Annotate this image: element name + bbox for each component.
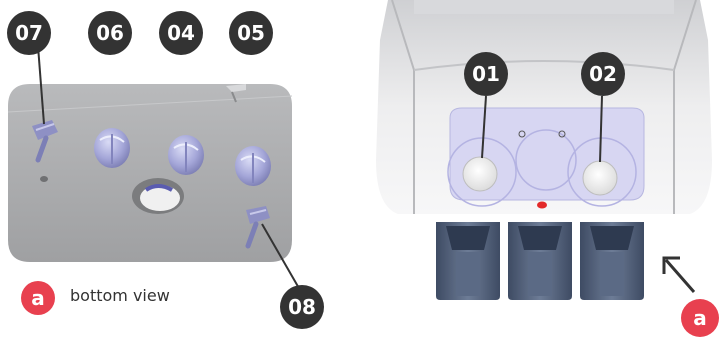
callout-02: 02 xyxy=(581,52,625,96)
callout-07: 07 xyxy=(7,11,51,55)
view-marker-a: a xyxy=(681,299,719,337)
callout-05: 05 xyxy=(229,11,273,55)
callout-06: 06 xyxy=(88,11,132,55)
knob-04 xyxy=(168,135,204,175)
svg-text:a: a xyxy=(31,286,45,310)
svg-text:02: 02 xyxy=(589,62,617,86)
button-02 xyxy=(583,161,617,195)
svg-text:05: 05 xyxy=(237,21,265,45)
svg-text:04: 04 xyxy=(167,21,195,45)
callout-08: 08 xyxy=(280,285,324,329)
round-port xyxy=(132,178,184,214)
svg-text:07: 07 xyxy=(15,21,43,45)
panel-hole xyxy=(40,176,48,182)
button-01 xyxy=(463,157,497,191)
legend-caption: bottom view xyxy=(70,286,170,305)
svg-text:08: 08 xyxy=(288,295,316,319)
callout-01: 01 xyxy=(464,52,508,96)
holder-middle xyxy=(508,222,572,300)
knob-06 xyxy=(94,128,130,168)
svg-text:01: 01 xyxy=(472,62,500,86)
callout-04: 04 xyxy=(159,11,203,55)
holder-right xyxy=(580,222,644,300)
svg-text:a: a xyxy=(693,306,707,330)
holder-left xyxy=(436,222,500,300)
legend-marker-a: a xyxy=(21,281,55,315)
knob-05 xyxy=(235,146,271,186)
svg-text:06: 06 xyxy=(96,21,124,45)
view-direction-arrow xyxy=(664,258,694,292)
indicator-led xyxy=(537,202,547,209)
